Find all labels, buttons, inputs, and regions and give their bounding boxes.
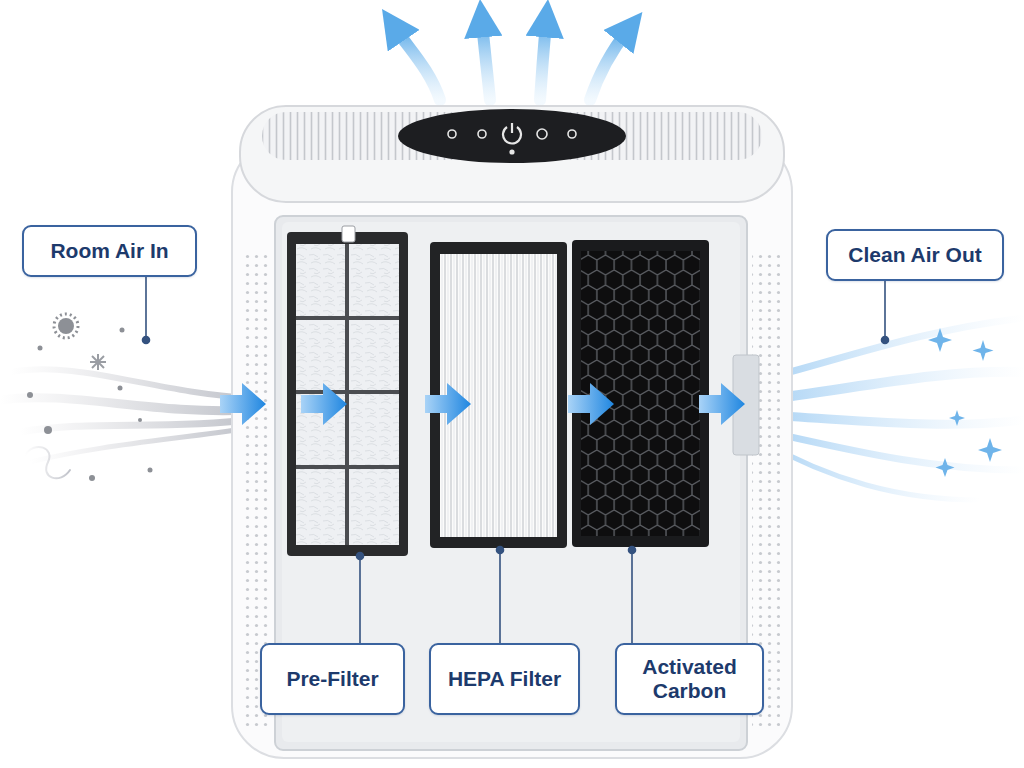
dust-particle: [138, 418, 142, 422]
incoming-air: [0, 369, 250, 478]
leader-line: [884, 280, 886, 338]
leader-lines: [143, 277, 889, 643]
dust-particle: [27, 392, 33, 398]
sparkle: [973, 340, 994, 361]
virus-particle: [58, 318, 74, 334]
particles: [27, 314, 153, 481]
callout-label: Room Air In: [50, 239, 168, 263]
dust-particle: [44, 426, 52, 434]
dust-particle: [89, 475, 95, 481]
leader-dot: [357, 553, 364, 560]
leader-dot: [882, 337, 889, 344]
grid-line: [345, 244, 349, 545]
panel-led: [510, 150, 514, 154]
filter-tab: [342, 226, 355, 242]
leader-dot: [629, 547, 636, 554]
sparkle: [949, 410, 965, 426]
up-arrow: [482, 22, 490, 100]
purifier-top: [240, 106, 784, 202]
sparkle: [978, 438, 1002, 462]
pre-filter-mesh: [296, 244, 399, 545]
callout-box: HEPA Filter: [429, 643, 580, 715]
sparkle: [936, 458, 955, 477]
up-arrow: [395, 28, 440, 100]
flow-arrow: [699, 383, 745, 425]
flow-arrow: [425, 383, 471, 425]
leader-line: [631, 552, 633, 643]
leader-line: [145, 277, 147, 338]
air-stream: [760, 415, 1024, 424]
leader-dot: [497, 547, 504, 554]
air-stream: [20, 420, 250, 432]
up-airflow: [395, 22, 628, 100]
flow-arrow: [301, 383, 347, 425]
callout-label: Pre-Filter: [286, 667, 378, 691]
callout-box: Activated Carbon: [615, 643, 764, 715]
panel-icon: [478, 130, 486, 138]
control-panel: [398, 109, 626, 163]
power-icon: [511, 123, 513, 133]
callout-box: Pre-Filter: [260, 643, 405, 715]
grid-line: [296, 465, 399, 469]
callout-label: HEPA Filter: [448, 667, 561, 691]
pre-filter-frame: [287, 232, 408, 556]
dust-particle: [118, 386, 123, 391]
snowflake-particle: [90, 354, 106, 370]
air-swirl: [25, 447, 70, 478]
pre-filter-grid: [296, 244, 399, 545]
panel-icon: [537, 129, 547, 139]
callout-box: Room Air In: [22, 225, 197, 277]
purifier-body: [232, 140, 792, 758]
sparkles: [928, 328, 1002, 477]
callout-label: Clean Air Out: [848, 243, 981, 267]
callout-box: Clean Air Out: [826, 229, 1004, 281]
leader-line: [499, 552, 501, 643]
control-icons: [448, 123, 576, 154]
grid-line: [296, 390, 399, 394]
up-arrow: [540, 22, 546, 100]
virus-spikes: [54, 314, 78, 338]
panel-icon: [568, 130, 576, 138]
panel-icon: [448, 130, 456, 138]
flow-arrow: [568, 383, 614, 425]
air-stream: [760, 430, 1024, 470]
air-stream: [0, 398, 250, 411]
dust-particle: [38, 346, 43, 351]
clean-air: [760, 318, 1024, 500]
dust-particle: [148, 468, 153, 473]
flow-arrows: [220, 383, 745, 425]
leader-line: [359, 558, 361, 643]
up-arrow: [590, 30, 628, 100]
sparkle: [928, 328, 952, 352]
callout-label: Activated Carbon: [625, 655, 754, 703]
leader-dot: [143, 337, 150, 344]
grid-line: [296, 316, 399, 320]
air-stream: [760, 372, 1024, 400]
dust-particle: [120, 328, 125, 333]
flow-arrow: [220, 383, 266, 425]
air-stream: [30, 428, 250, 462]
